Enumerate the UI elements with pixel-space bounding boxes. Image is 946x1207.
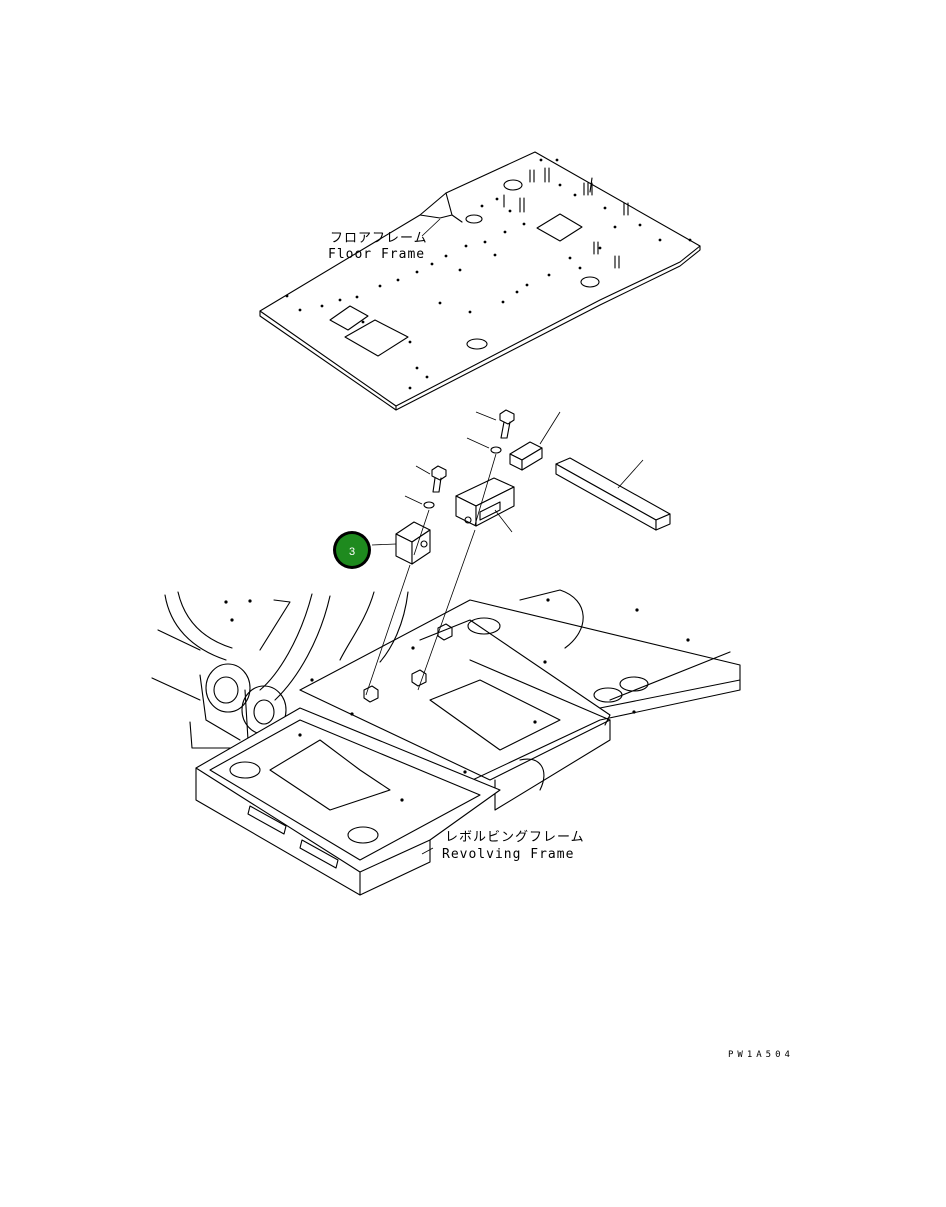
washer-upper bbox=[466, 437, 502, 454]
floor-frame-plate bbox=[259, 151, 701, 411]
spacer-block bbox=[509, 411, 561, 471]
rubber-bar bbox=[555, 457, 671, 531]
bolt-short bbox=[415, 465, 447, 493]
washer-lower bbox=[404, 495, 435, 509]
callout-3[interactable]: 3 bbox=[333, 531, 397, 569]
switch-box bbox=[395, 521, 431, 565]
bracket-large bbox=[455, 477, 515, 533]
floor-frame-label-jp: フロアフレーム bbox=[330, 231, 428, 246]
bolt-long bbox=[475, 409, 515, 439]
assembly-line-switch bbox=[365, 509, 430, 696]
revolving-frame-label-jp: レボルビングフレーム bbox=[445, 830, 585, 845]
floor-frame-label-en: Floor Frame bbox=[328, 247, 425, 262]
revolving-frame-label-en: Revolving Frame bbox=[442, 847, 574, 862]
callout-3-circle[interactable] bbox=[336, 534, 368, 566]
callout-3-number: 3 bbox=[349, 546, 355, 558]
revolving-frame bbox=[151, 589, 741, 896]
drawing-code: PW1A504 bbox=[728, 1050, 794, 1060]
assembly-line-bracket bbox=[417, 453, 497, 691]
